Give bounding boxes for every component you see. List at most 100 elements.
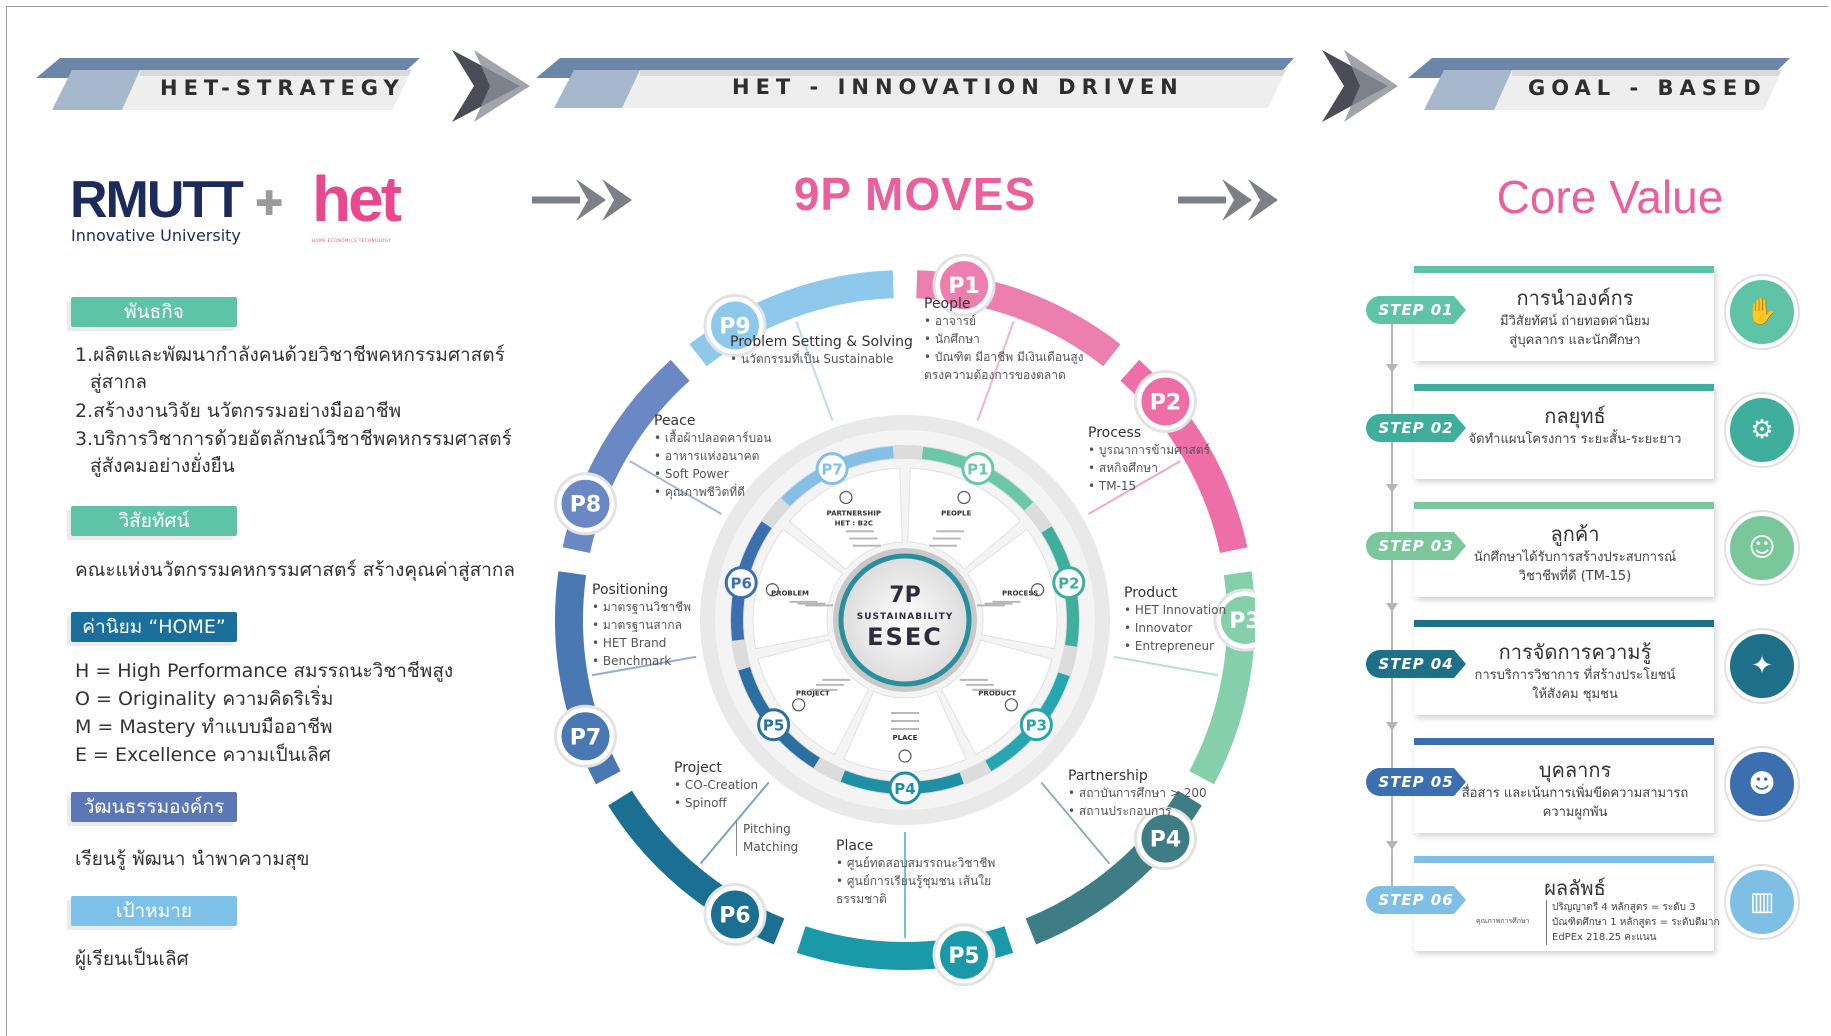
hub-sustainability: SUSTAINABILITY xyxy=(857,612,953,622)
inner-badge-ring-5 xyxy=(757,708,791,742)
step06-quality-label: คุณภาพการศึกษา xyxy=(1476,917,1530,925)
inner-petal-line xyxy=(891,720,919,722)
inner-petal-icon-5 xyxy=(792,698,806,712)
goal-pill: เป้าหมาย xyxy=(71,896,237,926)
inner-badge-label-7: P7 xyxy=(821,461,842,479)
outer-section-item-p8: • คุณภาพชีวิตที่ดี xyxy=(654,485,745,499)
step-desc-2: จัดทำแผนโครงการ ระยะสั้น-ระยะยาว xyxy=(1468,432,1682,447)
inner-petal-line xyxy=(809,688,838,691)
spoke-p6 xyxy=(699,781,770,865)
inner-petal-line xyxy=(852,544,881,547)
9p-wheel: PEOPLEPROCESSPRODUCTPLACEPROJECTPROBLEMP… xyxy=(554,253,1255,987)
inner-petal-line xyxy=(972,688,1001,691)
outer-section-title-p1: People xyxy=(924,296,971,312)
outer-section-p3: Product• HET Innovation• Innovator• Entr… xyxy=(1124,585,1226,655)
outer-ring-segment-p7 xyxy=(555,571,621,785)
outer-section-item-p3: • Innovator xyxy=(1124,621,1193,635)
outer-section-item-p5: • ศูนย์ทดสอบสมรรถนะวิชาชีพ xyxy=(836,856,996,870)
outer-badge-p1 xyxy=(940,261,989,310)
inner-petal-icon-3 xyxy=(1004,698,1018,712)
outer-badge-p4 xyxy=(1141,814,1190,863)
hub xyxy=(838,553,972,687)
team-icon: ☻ xyxy=(1726,748,1798,820)
step-title-3: ลูกค้า xyxy=(1550,522,1600,546)
inner-petal-line xyxy=(966,683,995,686)
inner-petal-5 xyxy=(757,639,870,756)
outer-section-p1: People• อาจารย์• นักศึกษา• บัณฑิต มีอาชี… xyxy=(924,296,1084,384)
inner-petal-icon-6 xyxy=(765,583,780,597)
outer-badge-label-p8: P8 xyxy=(570,493,601,518)
inner-badge-ring-7 xyxy=(815,452,849,486)
step-label-5: STEP 05 xyxy=(1366,768,1466,796)
inner-badge-label-3: P3 xyxy=(1026,717,1047,735)
outer-section-item-p7: • Benchmark xyxy=(592,654,672,668)
inner-petal-line xyxy=(845,530,874,533)
outer-section-p8: Peace• เสื้อผ้าปลอดคาร์บอน• อาหารแห่งอนา… xyxy=(654,413,772,501)
inner-petal-2 xyxy=(966,528,1058,650)
innovation-banner-label: HET - INNOVATION DRIVEN xyxy=(732,75,1184,99)
inner-petal-7 xyxy=(788,467,903,570)
spoke-p7 xyxy=(591,655,697,677)
values-line-h: H = High Performance สมรรถนะวิชาชีพสูง xyxy=(75,660,454,682)
outer-badge-label-p5: P5 xyxy=(948,944,979,969)
step-desc-3: นักศึกษาได้รับการสร้างประสบการณ์ วิชาชีพ… xyxy=(1473,550,1677,584)
spoke-p1 xyxy=(976,320,1015,422)
outer-section-item-p3: • Entrepreneur xyxy=(1124,639,1215,653)
inner-petal-icon-1 xyxy=(957,490,971,505)
step-card-6 xyxy=(1414,856,1714,951)
outer-section-item-p2: • บูรณาการข้ามศาสตร์ xyxy=(1088,443,1211,457)
inner-petal-line xyxy=(936,530,965,533)
inner-petal-line xyxy=(929,544,958,547)
users-icon: ☺ xyxy=(1726,512,1798,584)
values-pill: ค่านิยม “HOME” xyxy=(71,612,237,642)
outer-section-p5: Place • ศูนย์ทดสอบสมรรถนะวิชาชีพ • ศูนย์กา… xyxy=(836,838,995,908)
outer-section-p2: Process• บูรณาการข้ามศาสตร์• สหกิจศึกษา•… xyxy=(1088,425,1210,495)
step06-result-line: EdPEx 218.25 คะแนน xyxy=(1552,932,1657,943)
plus-icon: ✚ xyxy=(255,184,284,224)
step-card-3 xyxy=(1414,502,1714,597)
inner-petal-line xyxy=(932,537,961,540)
inner-badge-label-2: P2 xyxy=(1058,575,1079,593)
inner-badge-label-5: P5 xyxy=(763,717,784,735)
outer-section-p7: Positioning• มาตรฐานวิชาชีพ• มาตรฐานสากล… xyxy=(592,582,691,670)
mission-line-3: 2.สร้างงานวิจัย นวัตกรรมอย่างมืออาชีพ xyxy=(75,400,402,422)
spoke-p8 xyxy=(629,460,722,515)
outer-badge-p8 xyxy=(561,479,610,528)
inner-petal-3 xyxy=(940,639,1053,756)
outer-spokes xyxy=(591,320,1219,938)
top-banners xyxy=(36,50,1790,122)
inner-petal-line xyxy=(849,537,878,540)
het-logo: het xyxy=(312,163,402,235)
outer-section-p6: Project• CO-Creation• Spinoff xyxy=(674,760,758,812)
inner-badge-ring-3 xyxy=(1019,708,1053,742)
inner-petal-icon-2 xyxy=(1030,583,1045,597)
inner-petal-line xyxy=(891,728,919,730)
inner-segments: PEOPLEPROCESSPRODUCTPLACEPROJECTPROBLEMP… xyxy=(752,467,1058,773)
outer-badge-label-p9: P9 xyxy=(719,315,750,340)
project-side-line: Pitching xyxy=(743,822,791,836)
outer-section-p9: Problem Setting & Solving• นวัตกรรมที่เป… xyxy=(730,334,913,368)
step06-result-line: บัณฑิตศึกษา 1 หลักสูตร = ระดับดีมาก xyxy=(1552,917,1720,928)
outer-section-item-p5: • ศูนย์การเรียนรู้ชุมชน เส้นใย xyxy=(836,874,992,888)
outer-section-title-p4: Partnership xyxy=(1068,768,1148,784)
outer-section-item-p1: • บัณฑิต มีอาชีพ มีเงินเดือนสูง xyxy=(924,350,1084,364)
culture-text: เรียนรู้ พัฒนา นำพาความสุข xyxy=(75,848,310,870)
step-connector xyxy=(1386,300,1398,910)
inner-petal-line xyxy=(992,600,1021,603)
step-card-1 xyxy=(1414,266,1714,361)
strategy-banner-label: HET-STRATEGY xyxy=(160,76,405,100)
inner-petal-line xyxy=(815,683,844,686)
inner-ring-arc-3 xyxy=(985,672,1070,772)
hand-icon: ✋ xyxy=(1726,276,1798,348)
inner-badge-ring-1 xyxy=(961,452,995,486)
outer-badge-label-p1: P1 xyxy=(948,274,979,299)
outer-badge-label-p7: P7 xyxy=(570,725,601,750)
hub-esec: ESEC xyxy=(867,623,943,651)
outer-section-item-p6: • Spinoff xyxy=(674,796,727,810)
spoke-p2 xyxy=(1088,460,1181,515)
chart-icon: ▥ xyxy=(1726,866,1798,938)
inner-badge-ring-2 xyxy=(1052,566,1086,600)
step-card-2 xyxy=(1414,384,1714,479)
outer-badge-p5 xyxy=(940,930,989,979)
outer-section-title-p5: Place xyxy=(836,838,874,854)
